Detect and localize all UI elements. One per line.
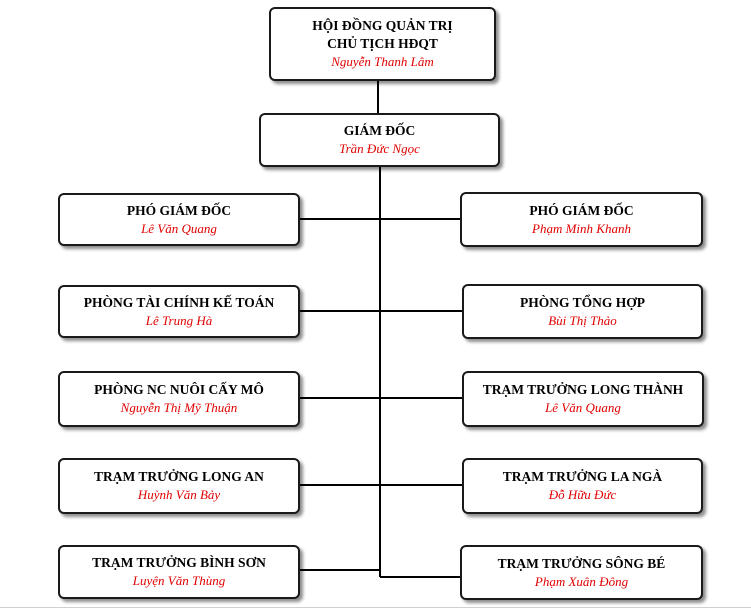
- right-node-2: PHÒNG TỔNG HỢP Bùi Thị Thảo: [462, 284, 703, 339]
- right-node-5: TRẠM TRƯỞNG SÔNG BÉ Phạm Xuân Đông: [460, 545, 703, 600]
- right-node-3-person: Lê Văn Quang: [545, 400, 621, 415]
- right-node-4-person: Đỗ Hữu Đức: [548, 487, 617, 502]
- left-node-5-person: Luyện Văn Thùng: [132, 573, 226, 588]
- left-node-5-title: TRẠM TRƯỞNG BÌNH SƠN: [92, 555, 266, 570]
- right-node-1-title: PHÓ GIÁM ĐỐC: [529, 202, 634, 218]
- right-node-1: PHÓ GIÁM ĐỐC Phạm Minh Khanh: [460, 192, 703, 247]
- board-title-line1: HỘI ĐỒNG QUẢN TRỊ: [312, 18, 453, 33]
- left-node-2-person: Lê Trung Hà: [145, 312, 213, 328]
- board-node: HỘI ĐỒNG QUẢN TRỊ CHỦ TỊCH HĐQT Nguyễn T…: [269, 7, 496, 81]
- left-node-3: PHÒNG NC NUÔI CẤY MÔ Nguyễn Thị Mỹ Thuận: [58, 371, 300, 427]
- right-node-5-person: Phạm Xuân Đông: [534, 573, 629, 589]
- right-node-1-person: Phạm Minh Khanh: [532, 220, 631, 236]
- left-node-2: PHÒNG TÀI CHÍNH KẾ TOÁN Lê Trung Hà: [58, 285, 300, 338]
- right-node-3: TRẠM TRƯỞNG LONG THÀNH Lê Văn Quang: [462, 371, 704, 427]
- left-node-2-title: PHÒNG TÀI CHÍNH KẾ TOÁN: [83, 294, 275, 310]
- right-node-2-person: Bùi Thị Thảo: [548, 312, 617, 328]
- director-person: Trần Đức Ngọc: [339, 141, 420, 156]
- left-node-4: TRẠM TRƯỞNG LONG AN Huỳnh Văn Bảy: [58, 458, 300, 514]
- right-node-5-title: TRẠM TRƯỞNG SÔNG BÉ: [497, 555, 666, 571]
- right-node-4: TRẠM TRƯỞNG LA NGÀ Đỗ Hữu Đức: [462, 458, 703, 514]
- board-title-line2: CHỦ TỊCH HĐQT: [327, 36, 438, 51]
- left-node-4-person: Huỳnh Văn Bảy: [137, 487, 221, 502]
- board-person: Nguyễn Thanh Lâm: [331, 54, 434, 69]
- right-node-2-title: PHÒNG TỔNG HỢP: [519, 294, 645, 310]
- director-title: GIÁM ĐỐC: [343, 123, 416, 138]
- left-node-3-title: PHÒNG NC NUÔI CẤY MÔ: [94, 382, 264, 397]
- left-node-3-person: Nguyễn Thị Mỹ Thuận: [120, 400, 238, 415]
- left-node-1: PHÓ GIÁM ĐỐC Lê Văn Quang: [58, 193, 300, 246]
- director-node: GIÁM ĐỐC Trần Đức Ngọc: [259, 113, 500, 167]
- bottom-divider: [0, 607, 751, 608]
- left-node-5: TRẠM TRƯỞNG BÌNH SƠN Luyện Văn Thùng: [58, 545, 300, 599]
- right-node-3-title: TRẠM TRƯỞNG LONG THÀNH: [482, 382, 684, 397]
- right-node-4-title: TRẠM TRƯỞNG LA NGÀ: [502, 469, 663, 484]
- left-node-1-person: Lê Văn Quang: [141, 220, 217, 236]
- left-node-4-title: TRẠM TRƯỞNG LONG AN: [94, 469, 264, 484]
- left-node-1-title: PHÓ GIÁM ĐỐC: [126, 202, 232, 218]
